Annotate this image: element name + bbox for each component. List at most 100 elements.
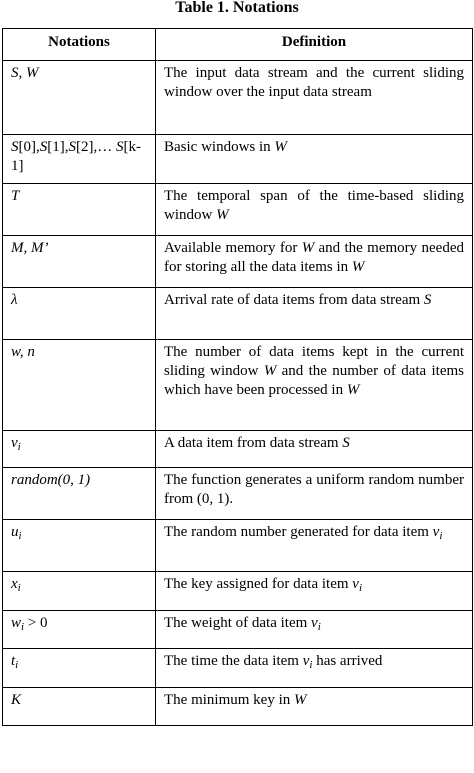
table-row: T The temporal span of the time-based sli…: [2, 183, 473, 236]
definition-cell: The time the data item vi has arrived: [155, 648, 473, 688]
italic-text: S: [116, 139, 124, 155]
subscript: i: [309, 659, 313, 671]
table-row: M, M’ Available memory for W and the memo…: [2, 235, 473, 288]
notation-cell: ui: [2, 519, 156, 572]
notation-cell: xi: [2, 571, 156, 611]
definition-cell: The key assigned for data item vi: [155, 571, 473, 611]
text-run: [2],…: [76, 139, 116, 155]
notation-cell: S, W: [2, 60, 156, 135]
table-row: S, W The input data stream and the curren…: [2, 60, 473, 135]
table-body: S, W The input data stream and the curren…: [2, 60, 473, 726]
definition-cell: Arrival rate of data items from data str…: [155, 287, 473, 340]
table-caption: Table 1. Notations: [175, 0, 299, 16]
text-run: > 0: [24, 615, 48, 631]
text-run: The minimum key in: [164, 692, 294, 708]
subscript: i: [17, 441, 21, 453]
header-notations: Notations: [2, 28, 156, 61]
italic-text: T: [11, 188, 20, 204]
text-run: and the number of data items which have …: [164, 363, 464, 398]
italic-text: S: [39, 139, 48, 155]
table-row: S[0],S[1],S[2],… S[k-1]Basic windows in …: [2, 134, 473, 184]
text-run: The weight of data item: [164, 615, 312, 631]
italic-text: v: [311, 615, 318, 631]
definition-cell: The temporal span of the time-based slid…: [155, 183, 473, 236]
subscript: i: [358, 582, 363, 594]
notation-cell: random(0, 1): [2, 467, 156, 520]
text-run: The number of data items kept in the cur…: [164, 344, 464, 379]
italic-text: v: [352, 576, 359, 592]
text-run: The function generates a uniform random …: [164, 472, 464, 507]
italic-text: W: [346, 382, 360, 398]
text-run: [k-1]: [11, 139, 141, 174]
text-run: has arrived: [312, 653, 383, 669]
subscript: i: [17, 582, 21, 594]
notation-cell: wi > 0: [2, 610, 156, 649]
definition-cell: Available memory for W and the memory ne…: [155, 235, 473, 288]
notation-cell: vi: [2, 430, 156, 468]
table-row: λ Arrival rate of data items from data st…: [2, 287, 473, 340]
definition-cell: The random number generated for data ite…: [155, 519, 473, 572]
table-row: K The minimum key in W: [2, 687, 473, 726]
text-run: [0],: [18, 139, 40, 155]
italic-text: w: [11, 615, 22, 631]
notation-cell: T: [2, 183, 156, 236]
text-run: Available memory for: [164, 240, 302, 256]
italic-text: M, M’: [11, 240, 49, 256]
definition-cell: The weight of data item vi: [155, 610, 473, 649]
text-run: and the memory needed for storing all th…: [164, 240, 464, 275]
italic-text: S: [11, 139, 19, 155]
italic-text: S: [423, 292, 432, 308]
definition-cell: The input data stream and the current sl…: [155, 60, 473, 135]
italic-text: W: [301, 240, 315, 256]
definition-cell: The function generates a uniform random …: [155, 467, 473, 520]
notation-cell: λ: [2, 287, 156, 340]
italic-text: w, n: [11, 344, 35, 360]
subscript: i: [21, 621, 25, 633]
italic-text: x: [11, 576, 18, 592]
italic-text: v: [432, 524, 440, 540]
text-run: Arrival rate of data items from data str…: [164, 292, 424, 308]
italic-text: u: [11, 524, 19, 540]
notation-cell: M, M’: [2, 235, 156, 288]
text-run: [1],: [47, 139, 69, 155]
notations-table: Notations Definition S, W The input data …: [2, 28, 473, 726]
table-row: w, n The number of data items kept in the…: [2, 339, 473, 431]
italic-text: λ: [11, 292, 18, 308]
notation-cell: ti: [2, 648, 156, 688]
text-run: The time the data item: [164, 653, 303, 669]
text-run: The input data stream and the current sl…: [164, 65, 464, 100]
italic-text: v: [11, 435, 18, 451]
table-header-row: Notations Definition: [2, 28, 473, 61]
text-run: A data item from data stream: [164, 435, 343, 451]
definition-cell: A data item from data stream S: [155, 430, 473, 468]
definition-cell: Basic windows in W: [155, 134, 473, 184]
italic-text: W: [216, 207, 229, 223]
subscript: i: [439, 530, 443, 542]
italic-text: W: [293, 692, 307, 708]
subscript: i: [15, 659, 19, 671]
definition-cell: The minimum key in W: [155, 687, 473, 726]
subscript: i: [317, 621, 321, 633]
notation-cell: w, n: [2, 339, 156, 431]
italic-text: W: [263, 363, 277, 379]
italic-text: v: [302, 653, 310, 669]
italic-text: t: [11, 653, 16, 669]
italic-text: W: [274, 139, 287, 155]
subscript: i: [18, 530, 22, 542]
notation-cell: S[0],S[1],S[2],… S[k-1]: [2, 134, 156, 184]
italic-text: W: [351, 259, 365, 275]
header-definition: Definition: [155, 28, 473, 61]
text-run: Basic windows in: [164, 139, 275, 155]
table-row: random(0, 1) The function generates a uni…: [2, 467, 473, 520]
text-run: The temporal span of the time-based slid…: [164, 188, 464, 223]
italic-text: K: [11, 692, 22, 708]
italic-text: random(0, 1): [11, 472, 91, 488]
text-run: The random number generated for data ite…: [164, 524, 433, 540]
italic-text: S: [68, 139, 77, 155]
italic-text: S, W: [11, 65, 39, 81]
